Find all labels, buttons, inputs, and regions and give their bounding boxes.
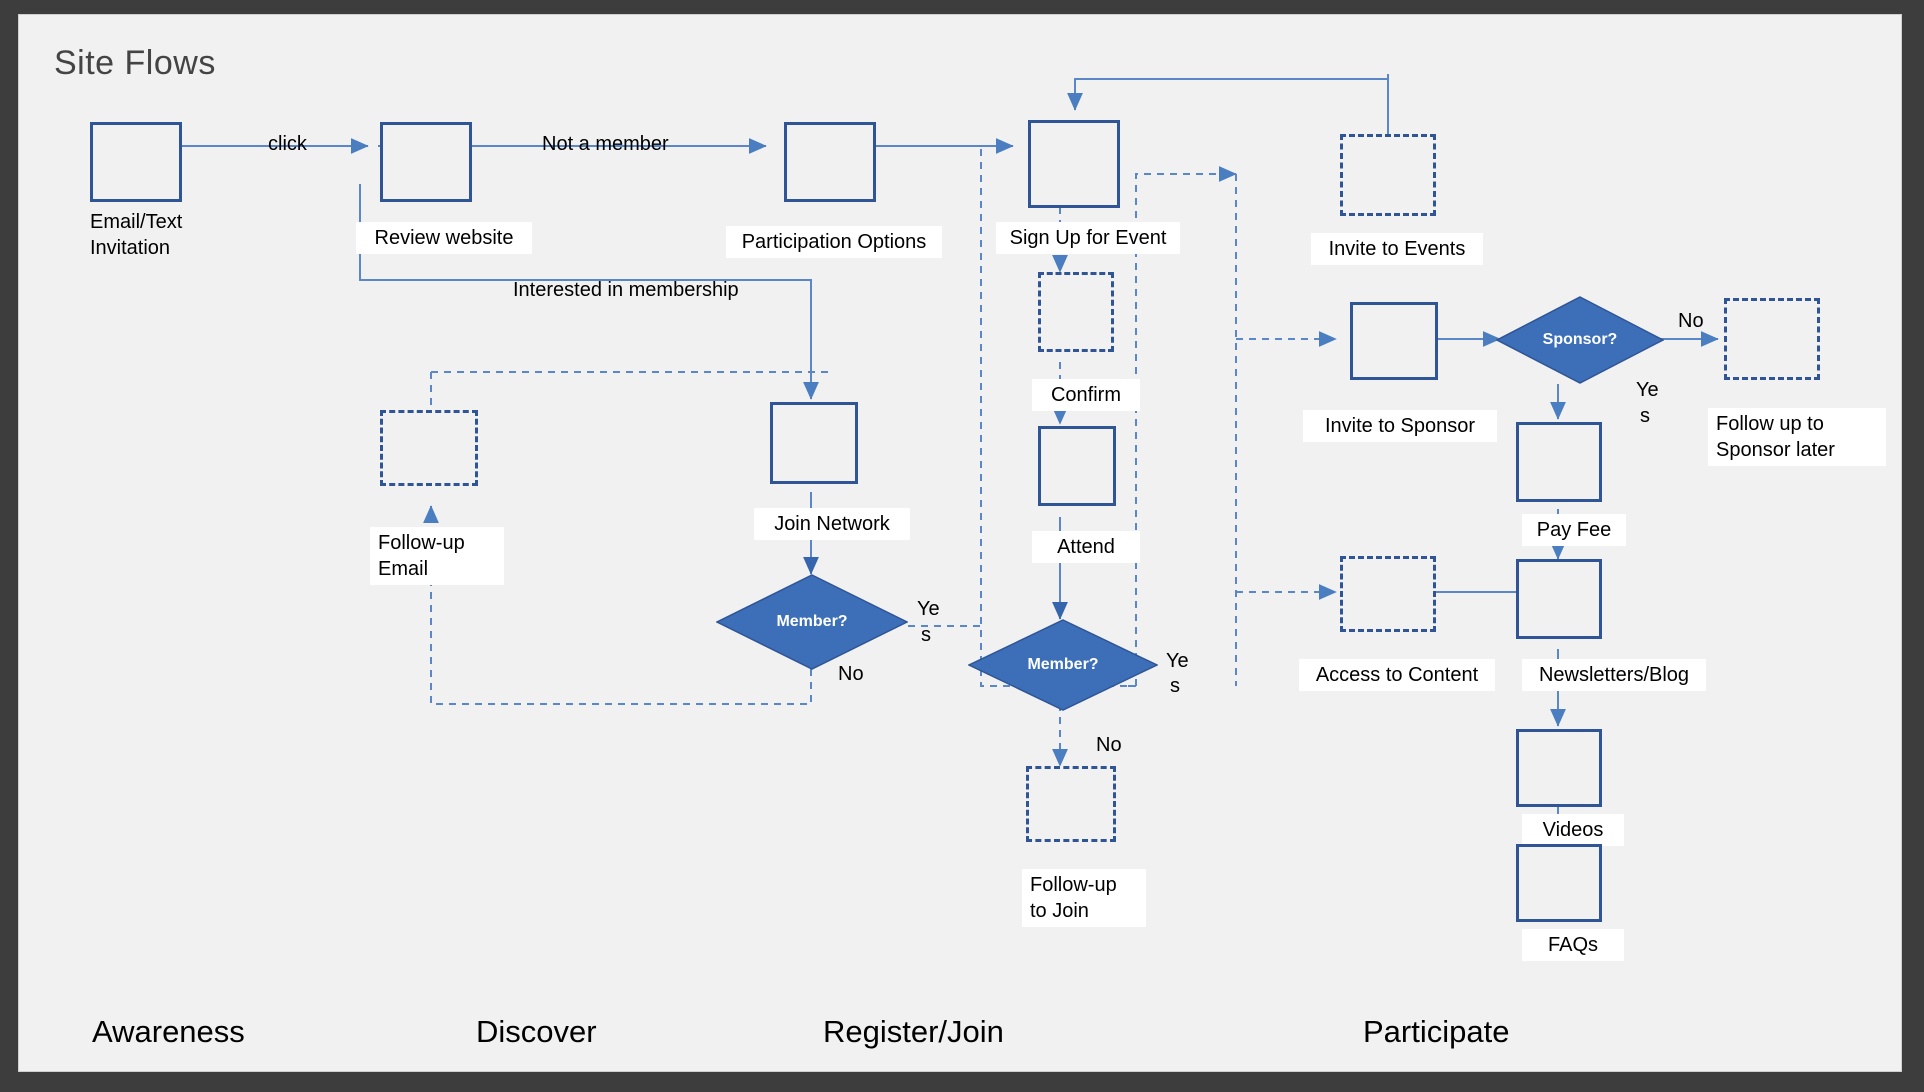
- node-label-followup-to-join: Follow-up to Join: [1022, 869, 1146, 927]
- node-invite-to-sponsor[interactable]: [1350, 302, 1438, 380]
- node-access-to-content[interactable]: [1340, 556, 1436, 632]
- node-join-network[interactable]: [770, 402, 858, 484]
- edge-label-yes-member-mid-1: Ye: [1166, 650, 1189, 672]
- node-label-review-website: Review website: [356, 222, 532, 254]
- node-followup-email[interactable]: [380, 410, 478, 486]
- decision-label-member-mid: Member?: [1027, 656, 1099, 673]
- edge-label-yes-member-left-1: Ye: [917, 598, 940, 620]
- node-label-email-invite: Email/Text Invitation: [90, 211, 183, 259]
- node-pay-fee[interactable]: [1516, 422, 1602, 502]
- node-label-invite-to-sponsor: Invite to Sponsor: [1303, 410, 1497, 442]
- edge-label-yes-sponsor-2: s: [1640, 405, 1650, 427]
- node-label-videos: Videos: [1522, 814, 1624, 846]
- decision-label-member-left: Member?: [776, 613, 848, 630]
- phase-label-awareness: Awareness: [92, 1014, 245, 1049]
- edge-label-yes-member-left-2: s: [921, 624, 931, 646]
- node-label-followup-email: Follow-up Email: [370, 527, 504, 585]
- edge-label-yes-sponsor-1: Ye: [1636, 379, 1659, 401]
- node-newsletters-blog[interactable]: [1516, 559, 1602, 639]
- node-videos[interactable]: [1516, 729, 1602, 807]
- node-label-confirm: Confirm: [1032, 379, 1140, 411]
- diamond-shape: [967, 619, 1159, 711]
- node-participation-options[interactable]: [784, 122, 876, 202]
- edge-label-no-sponsor: No: [1678, 310, 1704, 332]
- node-signup-event[interactable]: [1028, 120, 1120, 208]
- node-label-access-to-content: Access to Content: [1299, 659, 1495, 691]
- edge-label-click: click: [268, 133, 307, 155]
- node-faqs[interactable]: [1516, 844, 1602, 922]
- node-invite-to-events[interactable]: [1340, 134, 1436, 216]
- node-followup-to-join[interactable]: [1026, 766, 1116, 842]
- edge-label-interested-in-membership: Interested in membership: [513, 279, 739, 301]
- edge-label-yes-member-mid-2: s: [1170, 675, 1180, 697]
- decision-member-mid[interactable]: Member?: [967, 619, 1159, 711]
- diamond-shape: [1495, 296, 1665, 384]
- phase-label-register-join: Register/Join: [823, 1014, 1004, 1049]
- decision-sponsor[interactable]: Sponsor?: [1495, 296, 1665, 384]
- edge-label-not-a-member: Not a member: [542, 133, 669, 155]
- decision-label-sponsor: Sponsor?: [1542, 331, 1618, 348]
- node-followup-sponsor-later[interactable]: [1724, 298, 1820, 380]
- node-label-pay-fee: Pay Fee: [1522, 514, 1626, 546]
- node-confirm[interactable]: [1038, 272, 1114, 352]
- diagram-canvas: Site Flows: [18, 14, 1902, 1072]
- node-label-signup-event: Sign Up for Event: [996, 222, 1180, 254]
- node-label-invite-to-events: Invite to Events: [1311, 233, 1483, 265]
- page-title: Site Flows: [54, 44, 216, 82]
- diagram-frame: Site Flows: [18, 14, 1902, 1072]
- diamond-shape: [715, 574, 909, 670]
- node-email-invite[interactable]: [90, 122, 182, 202]
- node-label-attend: Attend: [1032, 531, 1140, 563]
- node-review-website[interactable]: [380, 122, 472, 202]
- node-label-followup-sponsor-later: Follow up to Sponsor later: [1708, 408, 1886, 466]
- node-label-newsletters-blog: Newsletters/Blog: [1522, 659, 1706, 691]
- node-label-faqs: FAQs: [1522, 929, 1624, 961]
- edge-label-no-member-left: No: [838, 663, 864, 685]
- phase-label-participate: Participate: [1363, 1014, 1510, 1049]
- node-attend[interactable]: [1038, 426, 1116, 506]
- decision-member-left[interactable]: Member?: [715, 574, 909, 670]
- edge-label-no-member-mid: No: [1096, 734, 1122, 756]
- phase-label-discover: Discover: [476, 1014, 597, 1049]
- node-label-join-network: Join Network: [754, 508, 910, 540]
- node-label-participation-options: Participation Options: [726, 226, 942, 258]
